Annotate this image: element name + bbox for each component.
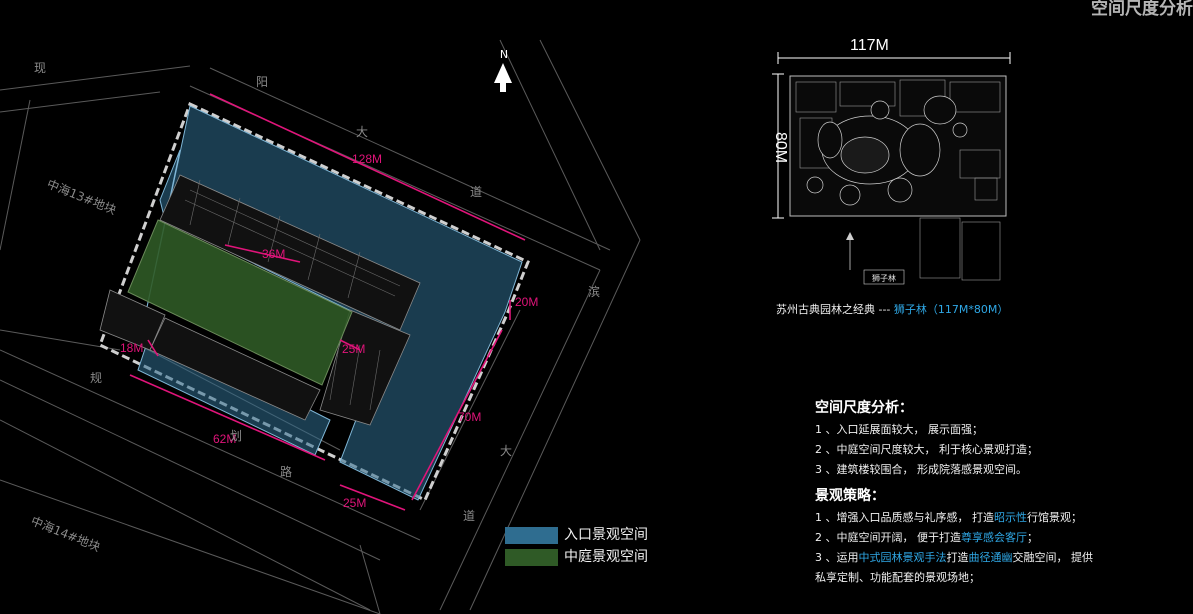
road-label-7: 路 [280, 464, 292, 479]
dimension-lines [129, 93, 526, 511]
courtyard-zone [127, 219, 353, 386]
dim-bottom-edge: 62M [213, 432, 236, 446]
strategy-item-2-highlight: 尊享感会客厅 [961, 531, 1027, 544]
road-label-3: 阳 [256, 75, 268, 89]
lion-garden-map-label: 狮子林 [872, 273, 896, 283]
lion-caption-prefix: 苏州古典园林之经典 --- [776, 303, 894, 316]
strategy-title: 景观策略： [815, 488, 885, 504]
road-label-plot13: 中海13#地块 [45, 176, 119, 217]
road-label-1: 现 [34, 61, 46, 75]
strategy-item-2-post: ； [1027, 531, 1038, 544]
strategy-item-3-mid: 打造 [946, 551, 969, 564]
road-label-6: 划 [230, 429, 242, 443]
north-arrow-icon [494, 63, 512, 83]
strategy-section: 景观策略： 1 、增强入口品质感与礼序感， 打造昭示性行馆景观； 2 、中庭空间… [815, 486, 1093, 588]
lion-garden-map [772, 52, 1011, 285]
strategy-item-3-cont: 私享定制、功能配套的景观场地； [815, 571, 980, 584]
lion-garden-height: 80M [772, 132, 789, 163]
legend-entrance-swatch [505, 526, 558, 544]
strategy-item-2-pre: 2 、中庭空间开阔， 便于打造 [815, 531, 961, 544]
road-label-9: 大 [500, 444, 512, 458]
strategy-item-1: 1 、增强入口品质感与礼序感， 打造昭示性行馆景观； [815, 508, 1093, 528]
legend-courtyard-swatch [505, 548, 558, 566]
road-label-2: 规 [90, 370, 102, 385]
strategy-item-3-post: 交融空间， 提供 [1012, 551, 1094, 564]
analysis-title: 空间尺度分析： [815, 400, 913, 416]
dim-bottom-right: 25M [343, 496, 366, 510]
strategy-item-3-highlight-2: 曲径通幽 [968, 551, 1013, 564]
road-label-5: 道 [470, 185, 482, 199]
legend-courtyard: 中庭景观空间 [505, 546, 648, 566]
strategy-item-1-post: 行馆景观； [1027, 511, 1082, 524]
analysis-item-1: 1 、入口延展面较大， 展示面强； [815, 423, 983, 436]
analysis-item-2: 2 、中庭空间尺度较大， 利于核心景观打造； [815, 443, 1038, 456]
analysis-section: 空间尺度分析： 1 、入口延展面较大， 展示面强； 2 、中庭空间尺度较大， 利… [815, 398, 1038, 480]
road-label-8: 道 [463, 509, 475, 523]
north-arrow-stem [500, 82, 506, 92]
north-label: N [499, 48, 509, 61]
analysis-item-3: 3 、建筑楼较围合， 形成院落感景观空间。 [815, 463, 1027, 476]
dim-inner-left: 18M [120, 341, 143, 355]
page-title: 空间尺度分析 [1091, 0, 1193, 19]
dim-top-edge: 128M [352, 152, 382, 166]
strategy-item-2: 2 、中庭空间开阔， 便于打造尊享感会客厅； [815, 528, 1093, 548]
dim-inner-top: 36M [262, 247, 285, 261]
building-detail [184, 179, 401, 411]
strategy-item-1-pre: 1 、增强入口品质感与礼序感， 打造 [815, 511, 994, 524]
road-label-plot14: 中海14#地块 [29, 513, 103, 554]
strategy-item-3-highlight-1: 中式园林景观手法 [858, 551, 947, 564]
dim-inner-right: 25M [342, 342, 365, 356]
road-label-10: 滨 [588, 284, 600, 299]
building-blocks [99, 174, 421, 426]
dim-right-notch: 20M [515, 295, 538, 309]
dim-right-edge: 70M [458, 410, 481, 424]
strategy-item-3-pre: 3 、运用 [815, 551, 859, 564]
strategy-item-1-highlight: 昭示性 [994, 511, 1027, 524]
strategy-item-3: 3 、运用中式园林景观手法打造曲径通幽交融空间， 提供 [815, 548, 1093, 568]
legend-entrance-label: 入口景观空间 [564, 527, 648, 543]
road-label-4: 大 [356, 125, 368, 139]
legend-entrance: 入口景观空间 [505, 524, 648, 544]
lion-garden-width: 117M [850, 37, 889, 54]
lion-garden-caption: 苏州古典园林之经典 --- 狮子林（117M*80M） [776, 301, 1008, 317]
lion-caption-highlight: 狮子林（117M*80M） [893, 303, 1009, 316]
legend-courtyard-label: 中庭景观空间 [564, 549, 648, 565]
